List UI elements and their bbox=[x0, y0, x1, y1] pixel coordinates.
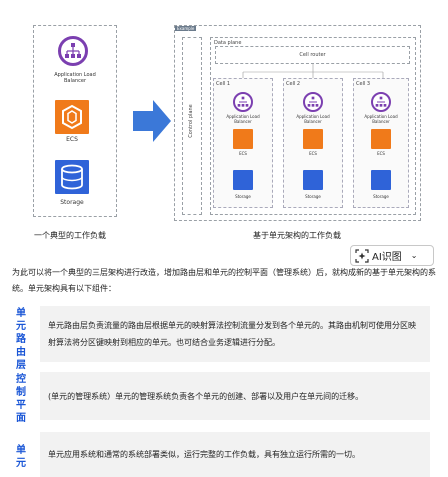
ai-image-recognition-button[interactable]: AI识图 ⌄ bbox=[350, 245, 434, 266]
cell-1-storage-icon bbox=[233, 170, 253, 190]
example-corner-label: Example bbox=[175, 26, 197, 31]
component-label-control-plane: 控制平面 bbox=[16, 374, 26, 424]
cell-1-load-balancer-icon bbox=[233, 92, 253, 112]
router-connectors bbox=[242, 64, 384, 78]
cell-3-title: Cell 3 bbox=[356, 81, 371, 87]
cell-2-ecs-icon bbox=[303, 129, 323, 149]
ai-scan-icon bbox=[355, 248, 369, 263]
component-label-cell-router: 单元路由层 bbox=[16, 308, 26, 371]
component-row-cell: 单元应用系统和通常的系统部署类似，运行完整的工作负载，具有独立运行所需的一切。 bbox=[40, 432, 430, 477]
cell-workload-box bbox=[174, 25, 421, 221]
control-plane-box bbox=[182, 37, 202, 215]
cell-router-box bbox=[215, 46, 410, 64]
cell-2-ecs-label: ECS bbox=[309, 151, 317, 156]
ecs-icon bbox=[55, 100, 89, 134]
data-plane-box bbox=[210, 37, 416, 215]
cell-3-storage-label: Storage bbox=[373, 194, 389, 199]
data-plane-label: Data plane bbox=[214, 40, 242, 46]
cell-1-alb-label: Application Load Balancer bbox=[226, 114, 260, 124]
cell-3-alb-label: Application Load Balancer bbox=[364, 114, 398, 124]
component-label-cell: 单元 bbox=[16, 445, 26, 469]
cell-1-ecs-icon bbox=[233, 129, 253, 149]
intro-paragraph: 为此可以将一个典型的三层架构进行改造，增加路由层和单元的控制平面（管理系统）后，… bbox=[12, 268, 436, 293]
cell-3-ecs-icon bbox=[371, 129, 391, 149]
cell-1-title: Cell 1 bbox=[216, 81, 231, 87]
cell-3-storage-icon bbox=[371, 170, 391, 190]
cell-2-title: Cell 2 bbox=[286, 81, 301, 87]
cell-workload-caption: 基于单元架构的工作负载 bbox=[253, 231, 341, 240]
component-row-control-plane: (单元的管理系统）单元的管理系统负责各个单元的创建、部署以及用户在单元间的迁移。 bbox=[40, 372, 430, 420]
cell-2-load-balancer-icon bbox=[303, 92, 323, 112]
ai-button-label: AI识图 bbox=[372, 252, 402, 263]
cell-1-storage-label: Storage bbox=[235, 194, 251, 199]
storage-label: Storage bbox=[60, 199, 84, 206]
component-text-cell: 单元应用系统和通常的系统部署类似，运行完整的工作负载，具有独立运行所需的一切。 bbox=[48, 450, 360, 459]
typical-workload-box bbox=[33, 25, 117, 217]
component-text-control-plane: (单元的管理系统）单元的管理系统负责各个单元的创建、部署以及用户在单元间的迁移。 bbox=[48, 391, 364, 401]
cell-router-label: Cell router bbox=[299, 52, 326, 58]
cell-3-ecs-label: ECS bbox=[377, 151, 385, 156]
chevron-down-icon: ⌄ bbox=[410, 251, 418, 260]
load-balancer-icon bbox=[58, 36, 88, 66]
component-row-cell-router: 单元路由层负责流量的路由层根据单元的映射算法控制流量分发到各个单元的。其路由机制… bbox=[40, 306, 430, 362]
cell-1-ecs-label: ECS bbox=[239, 151, 247, 156]
cell-2-alb-label: Application Load Balancer bbox=[296, 114, 330, 124]
storage-icon bbox=[55, 160, 89, 194]
cell-2-storage-label: Storage bbox=[305, 194, 321, 199]
control-plane-label: Control plane bbox=[188, 104, 194, 138]
cell-3-load-balancer-icon bbox=[371, 92, 391, 112]
typical-workload-caption: 一个典型的工作负载 bbox=[34, 231, 106, 240]
component-text-cell-router: 单元路由层负责流量的路由层根据单元的映射算法控制流量分发到各个单元的。其路由机制… bbox=[48, 321, 416, 347]
ecs-label: ECS bbox=[66, 136, 78, 143]
alb-label: Application Load Balancer bbox=[54, 72, 96, 84]
cell-2-storage-icon bbox=[303, 170, 323, 190]
transform-arrow-icon bbox=[133, 100, 171, 142]
